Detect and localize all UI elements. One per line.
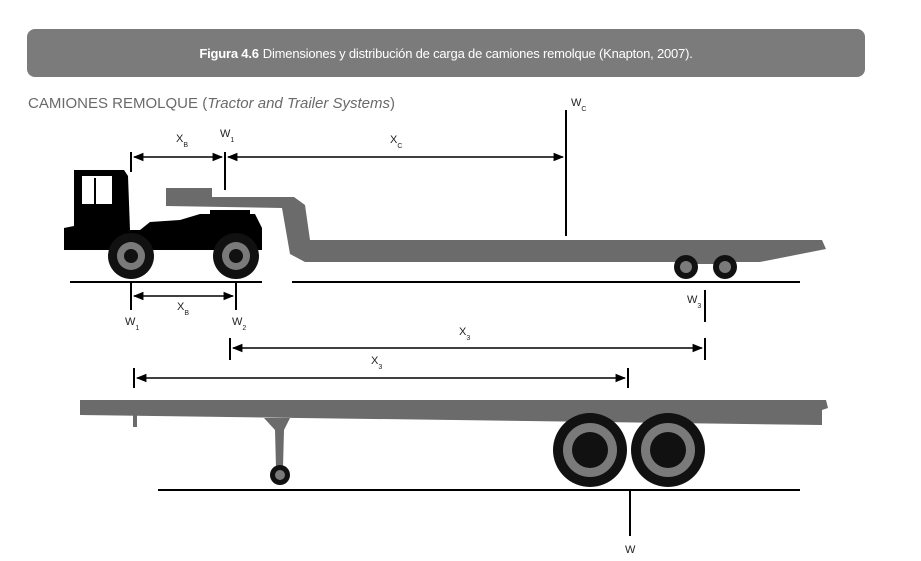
figure-caption: Figura 4.6 Dimensiones y distribución de… (27, 29, 865, 77)
cab-window (82, 176, 112, 204)
tractor-cab (64, 170, 262, 250)
semi-trailer-wheel-2-hub (650, 432, 686, 468)
tractor-front-wheel-hub (124, 249, 138, 263)
gooseneck (166, 188, 826, 262)
landing-gear-foot-hub (275, 470, 285, 480)
dimension-arrows (132, 152, 704, 383)
lowboy-trailer (166, 188, 826, 264)
landing-gear (264, 418, 290, 468)
figure-label: Figura 4.6 (199, 45, 259, 61)
kingpin (133, 413, 137, 427)
tractor-truck (64, 170, 262, 279)
label-w1-top: W1 (220, 128, 234, 144)
semi-trailer (80, 400, 828, 487)
dimension-labels: XB W1 XC WC W1 XB W2 W3 X3 X3 W (125, 97, 701, 556)
label-x3-upper: X3 (459, 326, 470, 342)
label-w1-bottom: W1 (125, 316, 139, 332)
label-wc: WC (571, 97, 586, 113)
section-title: CAMIONES REMOLQUE (Tractor and Trailer S… (28, 95, 395, 112)
tractor-rear-wheel-hub (229, 249, 243, 263)
section-title-close: ) (390, 95, 396, 112)
label-xc: XC (390, 134, 402, 150)
semi-trailer-wheel-1-hub (572, 432, 608, 468)
label-w2: W2 (232, 316, 246, 332)
label-xb-top: XB (176, 133, 188, 149)
trailer-wheel-top-2-hub (719, 261, 731, 273)
trailer-wheels-top (674, 255, 737, 279)
trailer-wheel-top-1-hub (680, 261, 692, 273)
reference-lines-top (130, 110, 706, 388)
section-title-text: CAMIONES REMOLQUE ( (28, 95, 208, 112)
semi-trailer-deck (80, 400, 828, 425)
label-x3-lower: X3 (371, 355, 382, 371)
section-title-italic: Tractor and Trailer Systems (207, 95, 391, 112)
fifth-wheel (210, 210, 250, 215)
figure-caption-text: Dimensiones y distribución de carga de c… (262, 45, 693, 61)
label-xb-bottom: XB (177, 301, 189, 317)
label-w: W (625, 544, 636, 556)
label-w3: W3 (687, 294, 701, 310)
rear-bogie (675, 258, 735, 264)
